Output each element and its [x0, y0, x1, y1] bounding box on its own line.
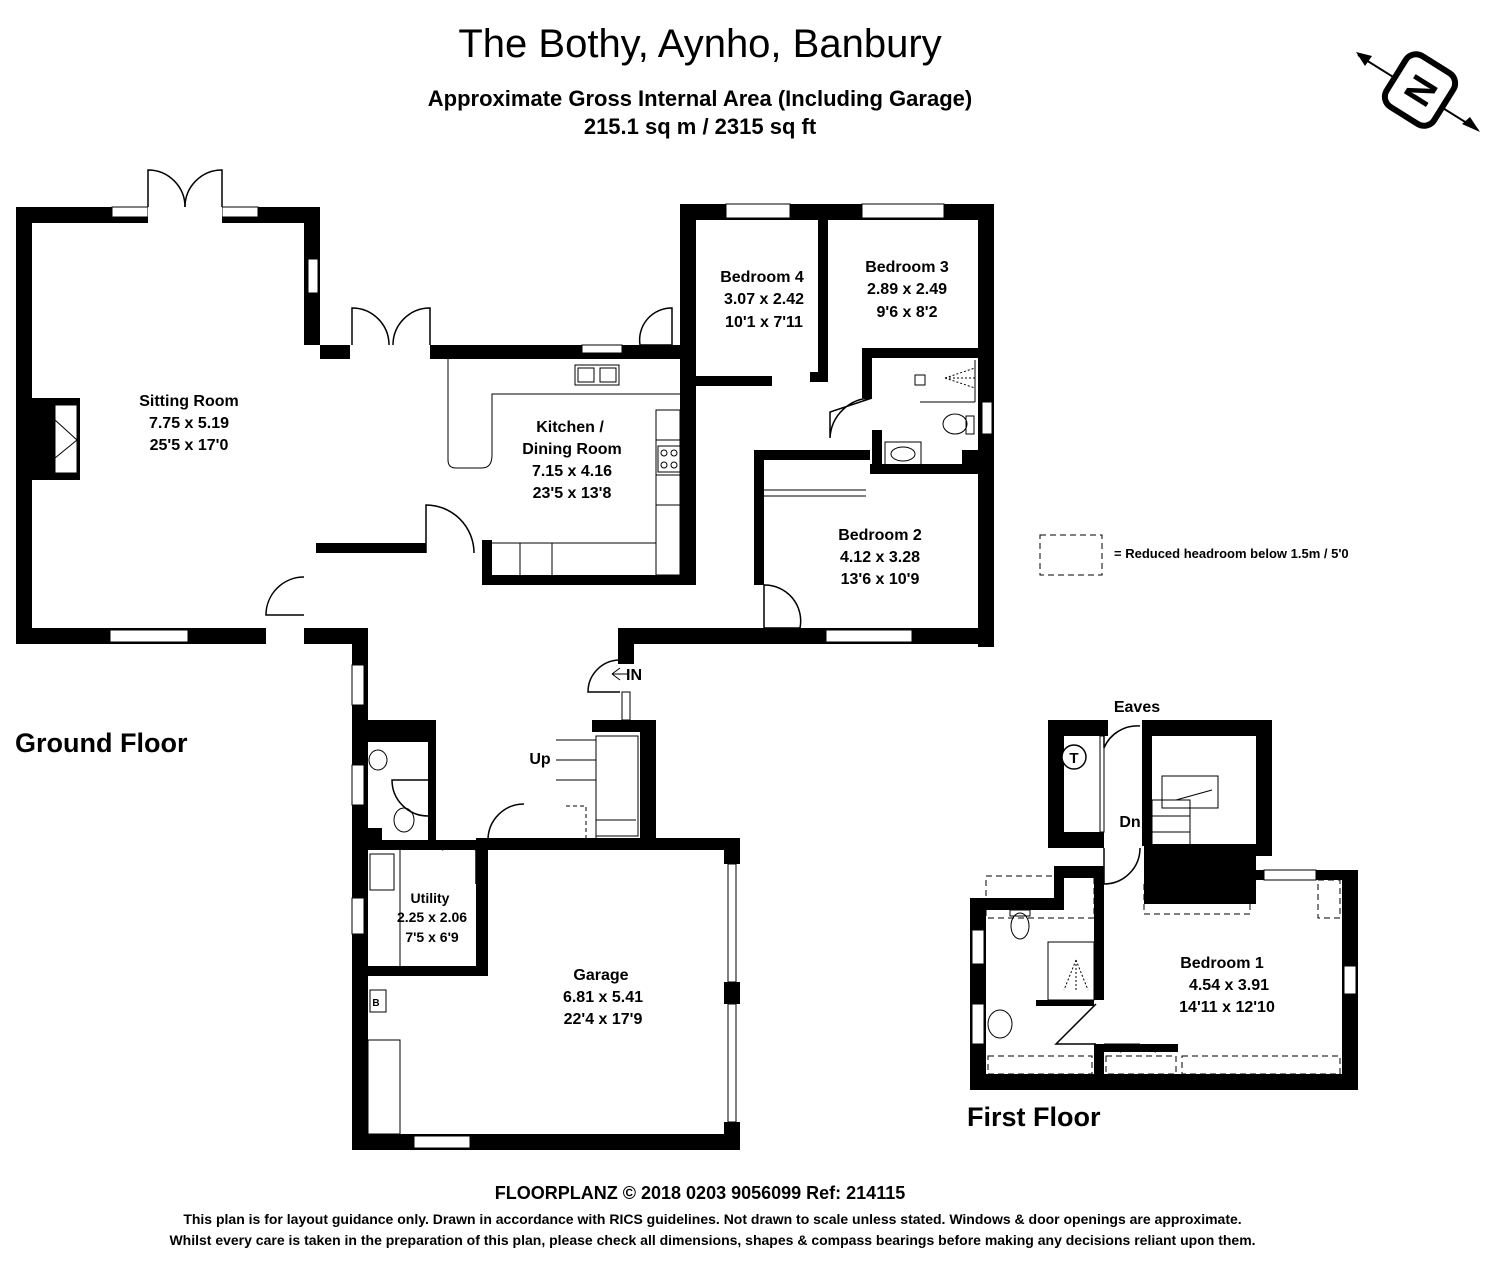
entrance-label: IN: [626, 667, 642, 684]
eaves-label: Eaves: [1114, 699, 1160, 716]
bedroom-block: [680, 203, 994, 647]
kitchen-name: Kitchen /: [536, 419, 604, 436]
stairs-up-label: Up: [529, 751, 551, 768]
bedroom3-imperial: 9'6 x 8'2: [877, 304, 938, 321]
first-floor-plan: T: [970, 720, 1358, 1090]
footer-disclaimer-1: This plan is for layout guidance only. D…: [183, 1211, 1242, 1227]
legend-swatch: [1039, 534, 1103, 576]
boiler-label: B: [372, 998, 379, 1009]
tank-label: T: [1069, 750, 1078, 767]
area-value: 215.1 sq m / 2315 sq ft: [583, 114, 817, 139]
bedroom1-metric: 4.54 x 3.91: [1189, 977, 1269, 994]
kitchen-imperial: 23'5 x 13'8: [533, 485, 612, 502]
bedroom-2: [618, 450, 994, 658]
bedroom2-name: Bedroom 2: [838, 527, 922, 544]
bedroom4-name: Bedroom 4: [720, 269, 804, 286]
stairs-down-label: Dn: [1119, 814, 1140, 831]
room-labels: Sitting Room 7.75 x 5.19 25'5 x 17'0 Kit…: [139, 259, 1348, 1028]
hall-garage-block: [304, 628, 740, 1150]
kitchen-name-2: Dining Room: [522, 441, 622, 458]
bedroom3-name: Bedroom 3: [865, 259, 949, 276]
footer-disclaimer-2: Whilst every care is taken in the prepar…: [169, 1232, 1256, 1248]
bedroom4-metric: 3.07 x 2.42: [724, 291, 804, 308]
plan-title: The Bothy, Aynho, Banbury: [458, 22, 942, 66]
bedroom2-metric: 4.12 x 3.28: [840, 549, 920, 566]
bedroom1-imperial: 14'11 x 12'10: [1179, 999, 1275, 1016]
kitchen-metric: 7.15 x 4.16: [532, 463, 612, 480]
bedroom1-name: Bedroom 1: [1180, 955, 1264, 972]
area-heading: Approximate Gross Internal Area (Includi…: [427, 86, 973, 111]
garage-name: Garage: [573, 967, 628, 984]
garage-metric: 6.81 x 5.41: [563, 989, 643, 1006]
footer-ref: FLOORPLANZ © 2018 0203 9056099 Ref: 2141…: [494, 1183, 906, 1203]
first-floor-label: First Floor: [967, 1102, 1101, 1132]
utility-name: Utility: [411, 890, 450, 906]
sitting-room: [16, 169, 320, 644]
bedroom3-metric: 2.89 x 2.49: [867, 281, 947, 298]
bedroom4-imperial: 10'1 x 7'11: [725, 314, 803, 331]
utility-imperial: 7'5 x 6'9: [405, 929, 459, 945]
garage-imperial: 22'4 x 17'9: [564, 1011, 643, 1028]
utility-metric: 2.25 x 2.06: [397, 909, 467, 925]
legend-text: = Reduced headroom below 1.5m / 5'0: [1114, 546, 1349, 561]
compass-icon: N: [1356, 51, 1480, 132]
ground-floor-label: Ground Floor: [15, 728, 188, 758]
sitting-room-imperial: 25'5 x 17'0: [150, 437, 229, 454]
bedroom2-imperial: 13'6 x 10'9: [841, 571, 920, 588]
sitting-room-name: Sitting Room: [139, 393, 239, 410]
kitchen-dining: [316, 307, 696, 585]
sitting-room-metric: 7.75 x 5.19: [149, 415, 229, 432]
